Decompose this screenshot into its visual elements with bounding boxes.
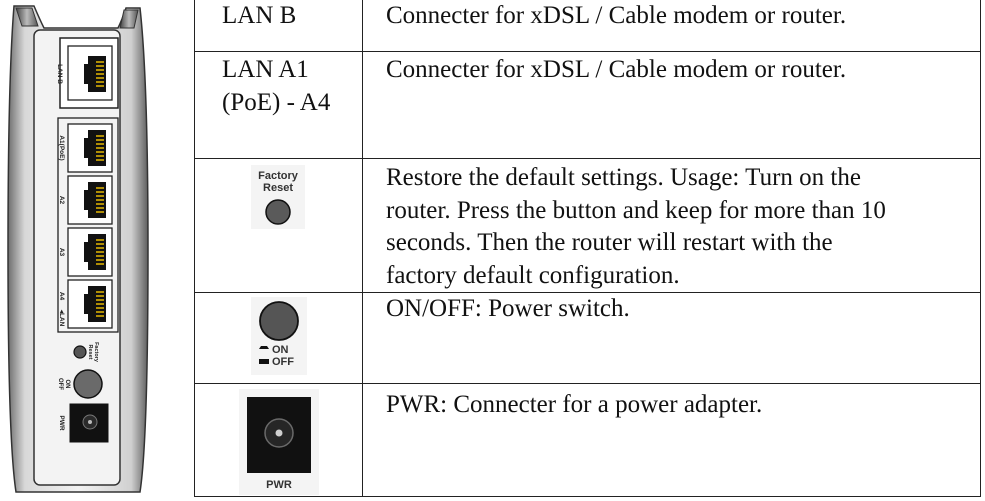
lan-b-port-icon <box>59 37 119 109</box>
port-description: Connecter for xDSL / Cable modem or rout… <box>386 56 847 83</box>
svg-text:ONOFF: ONOFF <box>57 378 70 390</box>
svg-text:ON: ON <box>272 344 289 356</box>
table-row-lan-b: LAN B Connecter for xDSL / Cable modem o… <box>195 0 980 52</box>
table-row-power-jack: PWR PWR: Connecter for a power adapter. <box>195 384 980 497</box>
lan-a4-port-icon <box>67 279 113 329</box>
lan-a2-port-icon <box>67 175 113 225</box>
port-label-a4: A4 <box>58 292 65 301</box>
svg-text:Factory: Factory <box>258 170 299 182</box>
port-name-line-1: LAN A1 <box>222 56 309 83</box>
port-name: LAN B <box>222 2 297 29</box>
pwr-label-small: PWR <box>58 415 65 430</box>
lan-a3-port-icon <box>67 227 113 277</box>
description-line-1: Restore the default settings. Usage: Tur… <box>386 164 861 191</box>
port-label-a2: A2 <box>58 196 65 205</box>
power-jack-icon <box>69 403 109 443</box>
power-switch-description: ON/OFF: Power switch. <box>386 295 630 322</box>
svg-text:OFF: OFF <box>272 356 294 368</box>
power-jack-description: PWR: Connecter for a power adapter. <box>386 391 763 418</box>
router-back-panel-illustration: LAN B A1(PoE) A2 A3 A4 ◂LAN FactoryReset… <box>7 5 149 493</box>
svg-text:Reset: Reset <box>263 182 293 194</box>
port-label-a1: A1(PoE) <box>58 135 65 160</box>
description-line-4: factory default configuration. <box>386 261 680 289</box>
svg-text:PWR: PWR <box>266 479 292 491</box>
table-row-power-switch: ON OFF ON/OFF: Power switch. <box>195 293 980 384</box>
table-row-lan-a1-a4: LAN A1 (PoE) - A4 Connecter for xDSL / C… <box>195 52 980 159</box>
port-label-lan-arrow: ◂LAN <box>58 309 65 327</box>
port-name-line-2: (PoE) - A4 <box>222 88 331 116</box>
description-line-3: seconds. Then the router will restart wi… <box>386 229 833 256</box>
lan-a1-port-icon <box>67 123 113 173</box>
power-switch-icon: ON OFF <box>250 297 307 375</box>
port-description-table: LAN B Connecter for xDSL / Cable modem o… <box>194 0 981 497</box>
svg-text:FactoryReset: FactoryReset <box>87 342 99 363</box>
port-description: Connecter for xDSL / Cable modem or rout… <box>386 2 847 29</box>
power-jack-icon: PWR <box>238 389 319 495</box>
port-label-a3: A3 <box>58 248 65 257</box>
power-switch-icon <box>73 369 103 399</box>
table-row-factory-reset: Factory Reset Restore the default settin… <box>195 159 980 293</box>
factory-reset-button-icon: Factory Reset <box>250 165 305 229</box>
factory-reset-button-icon <box>73 345 87 359</box>
description-line-2: router. Press the button and keep for mo… <box>386 196 886 224</box>
port-label-lan-b: LAN B <box>56 64 63 84</box>
